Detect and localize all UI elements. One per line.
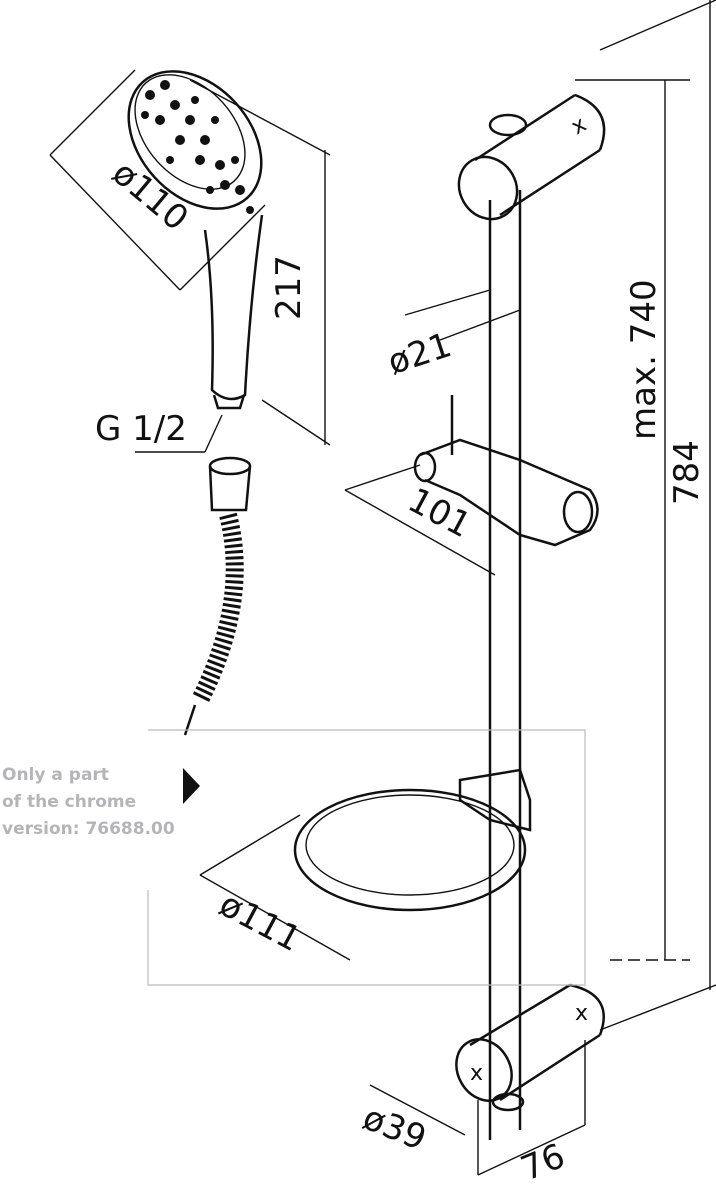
dim-bracket-diameter: ø39 bbox=[357, 1098, 431, 1159]
note-line: Only a part bbox=[2, 765, 109, 785]
svg-text:x: x bbox=[575, 1001, 588, 1026]
dim-max-spacing: max. 740 bbox=[624, 279, 664, 440]
svg-text:x: x bbox=[470, 1061, 483, 1086]
hand-shower bbox=[127, 70, 264, 410]
dimension-lines bbox=[49, 0, 716, 1176]
dim-slider-depth: 101 bbox=[401, 480, 477, 546]
dim-thread: G 1/2 bbox=[95, 409, 187, 449]
dim-dish-diameter: ø111 bbox=[213, 884, 307, 960]
dim-rail-length: 784 bbox=[667, 440, 707, 505]
dim-wall-offset: 76 bbox=[515, 1136, 570, 1189]
arrow-right-icon bbox=[183, 768, 200, 804]
chrome-version-note: Only a part of the chrome version: 76688… bbox=[2, 762, 175, 843]
dim-head-length: 217 bbox=[269, 255, 309, 320]
dim-rail-diameter: ø21 bbox=[383, 325, 456, 383]
note-line: of the chrome bbox=[2, 792, 137, 812]
note-line: version: 76688.00 bbox=[2, 819, 175, 839]
chrome-part-frame bbox=[147, 729, 586, 986]
svg-text:x: x bbox=[567, 112, 591, 140]
shower-hose bbox=[183, 456, 252, 736]
slide-rail: x x x bbox=[293, 93, 606, 1140]
